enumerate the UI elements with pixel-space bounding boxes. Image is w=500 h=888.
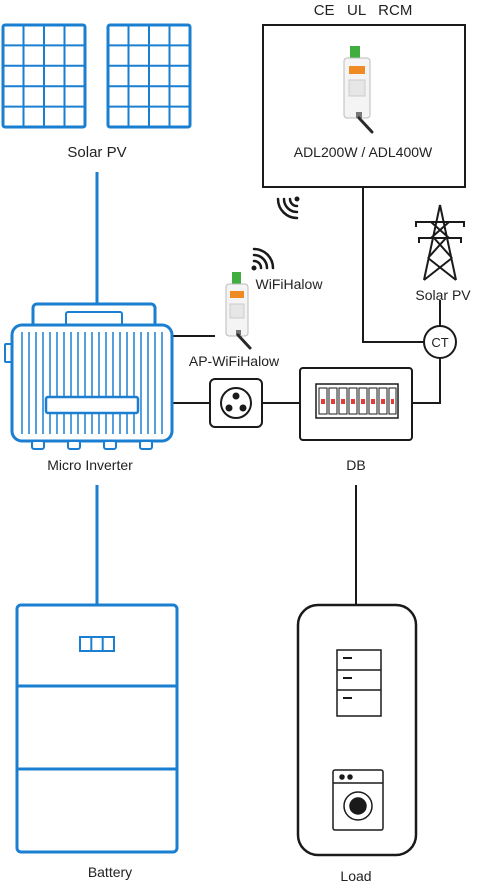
meter-model-label: ADL200W / ADL400W — [294, 144, 433, 160]
certifications-label: CE UL RCM — [314, 2, 413, 19]
micro-inverter-label: Micro Inverter — [47, 457, 133, 473]
db-label: DB — [346, 457, 365, 473]
wireless-icon — [276, 196, 300, 220]
meter-ct-line — [362, 187, 424, 343]
micro-inverter-icon — [4, 302, 174, 450]
power-socket-icon — [209, 378, 263, 428]
energy-meter-icon — [343, 46, 374, 134]
wifi-halow-module-icon — [225, 272, 252, 350]
wifi-signal-icon — [251, 247, 275, 271]
solar-panel-icon — [1, 23, 192, 129]
grid-label: Solar PV — [415, 287, 471, 303]
washing-machine-icon — [332, 769, 384, 831]
solar-pv-label: Solar PV — [67, 144, 126, 161]
battery-label: Battery — [88, 864, 132, 880]
transmission-tower-icon — [415, 204, 465, 281]
ct-label: CT — [431, 335, 448, 350]
db-ct-line — [412, 358, 441, 404]
load-label: Load — [340, 868, 371, 884]
ct-circle — [423, 325, 457, 359]
load-enclosure — [296, 603, 418, 857]
distribution-board-icon — [299, 367, 413, 441]
refrigerator-icon — [336, 649, 382, 717]
wifi-halow-label: WiFiHalow — [256, 276, 324, 292]
ap-wifi-halow-label: AP-WiFiHalow — [189, 353, 280, 369]
battery-icon — [15, 603, 179, 854]
